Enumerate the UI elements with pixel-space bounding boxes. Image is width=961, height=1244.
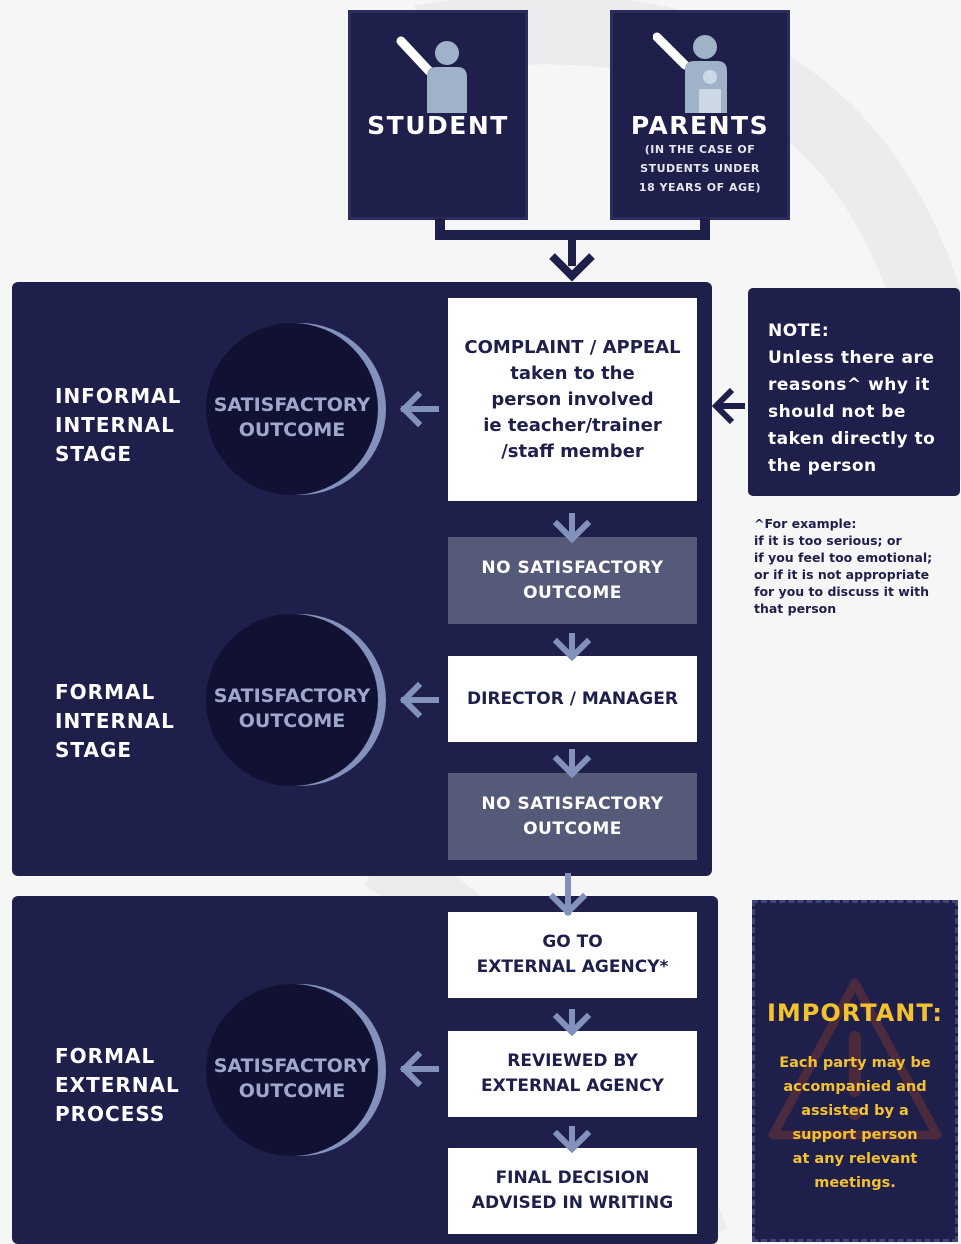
important-line: accompanied and	[783, 1079, 927, 1095]
important-box: IMPORTANT: Each party may be accompanied…	[752, 900, 958, 1242]
stage-label-line: STAGE	[55, 738, 133, 762]
reviewed-line: REVIEWED BY	[507, 1051, 638, 1071]
raised-hand-person-icon	[396, 36, 467, 113]
important-line: meetings.	[814, 1175, 896, 1191]
stage-label-line: FORMAL	[55, 680, 156, 704]
footnote-line: for you to discuss it with	[754, 584, 929, 599]
sat-line: OUTCOME	[238, 419, 346, 441]
footnote-line: that person	[754, 601, 837, 616]
important-line: at any relevant	[792, 1151, 918, 1167]
complaint-line: person involved	[491, 388, 654, 410]
director-manager-box: DIRECTOR / MANAGER	[448, 656, 697, 742]
no-sat-line: OUTCOME	[523, 582, 622, 603]
down-arrow-icon	[552, 1126, 592, 1154]
footnote-line: if you feel too emotional;	[754, 550, 933, 565]
note-box: NOTE: Unless there are reasons^ why it s…	[748, 288, 960, 496]
parent-with-child-icon	[653, 32, 727, 113]
important-line: assisted by a	[801, 1103, 909, 1119]
stage-label-line: STAGE	[55, 442, 133, 466]
note-title: NOTE:	[768, 321, 830, 341]
formal-external-process-label: FORMAL EXTERNAL PROCESS	[55, 1042, 205, 1129]
no-satisfactory-outcome-box: NO SATISFACTORY OUTCOME	[448, 773, 697, 860]
warning-triangle-icon	[768, 978, 942, 1140]
footnote-line: if it is too serious; or	[754, 533, 902, 548]
parents-label: PARENTS	[630, 111, 770, 140]
note-line: reasons^ why it	[768, 375, 930, 395]
go-to-external-agency-box: GO TO EXTERNAL AGENCY*	[448, 912, 697, 998]
down-arrow-icon	[552, 749, 592, 779]
final-line: FINAL DECISION	[495, 1168, 650, 1188]
reviewed-by-external-agency-box: REVIEWED BY EXTERNAL AGENCY	[448, 1031, 697, 1117]
note-line: taken directly to	[768, 429, 936, 449]
footnote-line: or if it is not appropriate	[754, 567, 930, 582]
go-external-line: GO TO	[542, 932, 603, 952]
sat-line: OUTCOME	[238, 710, 346, 732]
satisfactory-outcome-circle: SATISFACTORY OUTCOME	[206, 984, 378, 1156]
sat-line: SATISFACTORY	[213, 685, 371, 707]
note-line: should not be	[768, 402, 906, 422]
left-arrow-icon	[711, 387, 745, 425]
complaint-line: taken to the	[510, 362, 635, 384]
footnote: ^For example: if it is too serious; or i…	[754, 515, 961, 617]
left-arrow-icon	[399, 681, 439, 719]
left-arrow-icon	[399, 1050, 439, 1088]
stage-label-line: INTERNAL	[55, 413, 175, 437]
parents-sub-line: 18 YEARS OF AGE)	[638, 181, 762, 194]
important-line: support person	[792, 1127, 918, 1143]
sat-line: OUTCOME	[238, 1080, 346, 1102]
no-sat-line: NO SATISFACTORY	[481, 557, 664, 578]
left-arrow-icon	[399, 390, 439, 428]
satisfactory-outcome-circle: SATISFACTORY OUTCOME	[206, 614, 378, 786]
stage-label-line: PROCESS	[55, 1102, 166, 1126]
satisfactory-outcome-circle: SATISFACTORY OUTCOME	[206, 323, 378, 495]
satisfactory-outcome-text: SATISFACTORY OUTCOME	[206, 393, 378, 443]
complaint-line: /staff member	[501, 440, 644, 462]
satisfactory-outcome-text: SATISFACTORY OUTCOME	[206, 1054, 378, 1104]
go-external-line: EXTERNAL AGENCY*	[476, 957, 669, 977]
parents-sub-line: (IN THE CASE OF	[644, 143, 756, 156]
stage-label-line: FORMAL	[55, 1044, 156, 1068]
sat-line: SATISFACTORY	[213, 394, 371, 416]
down-arrow-icon	[552, 513, 592, 544]
no-satisfactory-outcome-box: NO SATISFACTORY OUTCOME	[448, 537, 697, 624]
important-title: IMPORTANT:	[766, 999, 944, 1027]
student-box: STUDENT	[348, 10, 528, 220]
formal-internal-stage-label: FORMAL INTERNAL STAGE	[55, 678, 205, 765]
director-label: DIRECTOR / MANAGER	[467, 689, 678, 709]
top-connector	[435, 218, 710, 282]
final-decision-box: FINAL DECISION ADVISED IN WRITING	[448, 1148, 697, 1234]
stage-label-line: EXTERNAL	[55, 1073, 180, 1097]
no-sat-line: NO SATISFACTORY	[481, 793, 664, 814]
footnote-line: ^For example:	[754, 516, 857, 531]
important-line: Each party may be	[779, 1055, 931, 1071]
final-line: ADVISED IN WRITING	[471, 1193, 674, 1213]
complaint-line: COMPLAINT / APPEAL	[464, 336, 681, 358]
stage-label-line: INFORMAL	[55, 384, 182, 408]
stage-label-line: INTERNAL	[55, 709, 175, 733]
satisfactory-outcome-text: SATISFACTORY OUTCOME	[206, 684, 378, 734]
no-sat-line: OUTCOME	[523, 818, 622, 839]
down-arrow-icon	[552, 633, 592, 662]
down-arrow-icon	[548, 873, 588, 917]
reviewed-line: EXTERNAL AGENCY	[481, 1076, 664, 1096]
parents-sub-line: STUDENTS UNDER	[640, 162, 760, 175]
note-line: Unless there are	[768, 348, 935, 368]
student-label: STUDENT	[367, 111, 509, 140]
note-line: the person	[768, 456, 877, 476]
down-arrow-icon	[552, 1009, 592, 1037]
informal-stage-label: INFORMAL INTERNAL STAGE	[55, 382, 205, 469]
sat-line: SATISFACTORY	[213, 1055, 371, 1077]
complaint-appeal-box: COMPLAINT / APPEAL taken to the person i…	[448, 298, 697, 501]
complaint-line: ie teacher/trainer	[483, 414, 662, 436]
important-body: Each party may be accompanied and assist…	[755, 1051, 955, 1195]
parents-sub: (IN THE CASE OF STUDENTS UNDER 18 YEARS …	[613, 140, 787, 197]
